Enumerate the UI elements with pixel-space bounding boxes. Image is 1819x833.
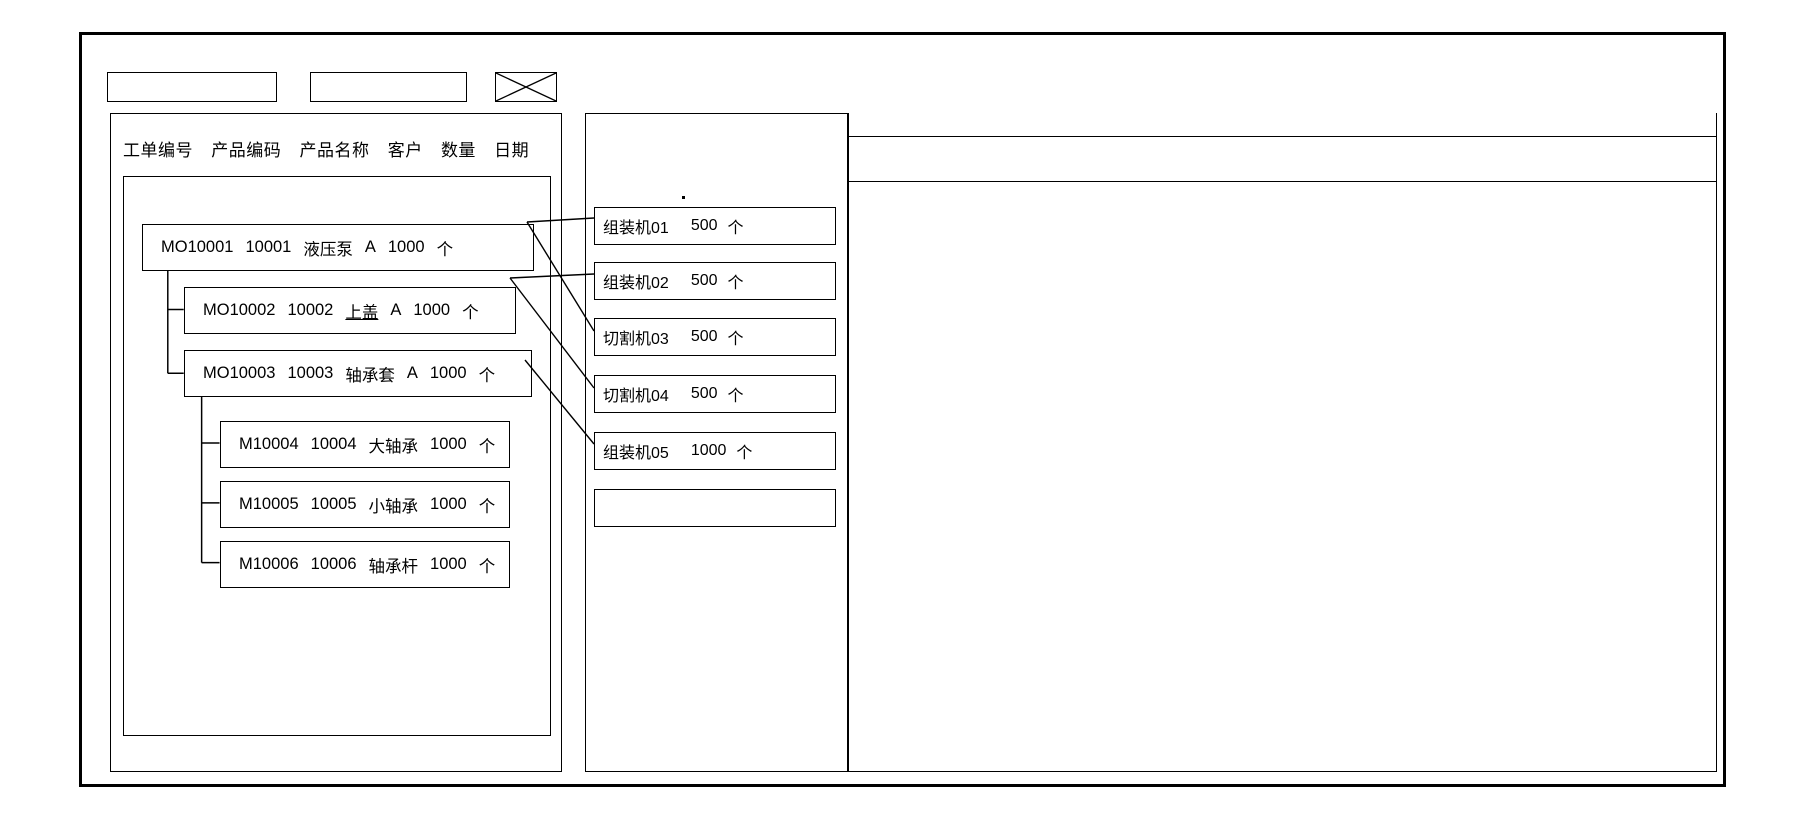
machine-unit: 个: [727, 275, 744, 292]
cell-product-code: 10004: [310, 435, 357, 453]
cell-quantity: 1000: [430, 555, 467, 573]
cell-order-no: MO10001: [161, 238, 234, 256]
column-header-row: 工单编号 产品编码 产品名称 客户 数量 日期: [123, 136, 529, 161]
machine-name: 切割机03: [603, 331, 669, 348]
machine-name: 组装机02: [603, 275, 669, 292]
machine-name: 切割机04: [603, 388, 669, 405]
tree-row[interactable]: M10004 10004 大轴承 1000 个: [220, 421, 510, 468]
machine-name: 组装机01: [603, 220, 669, 237]
machine-quantity: 500: [690, 328, 718, 345]
tree-row[interactable]: M10005 10005 小轴承 1000 个: [220, 481, 510, 528]
cell-customer: A: [406, 364, 418, 382]
cell-product-name: 小轴承: [368, 497, 419, 516]
tree-row[interactable]: MO10001 10001 液压泵 A 1000 个: [142, 224, 534, 271]
cell-product-name: 液压泵: [303, 240, 353, 259]
cell-unit: 个: [478, 437, 496, 456]
machine-row-empty[interactable]: [594, 489, 836, 527]
tree-row[interactable]: M10006 10006 轴承杆 1000 个: [220, 541, 510, 588]
cell-order-no: M10004: [239, 435, 299, 453]
machine-name: 组装机05: [603, 445, 669, 462]
work-order-panel: 工单编号 产品编码 产品名称 客户 数量 日期 MO10001 10001: [110, 113, 562, 772]
cell-product-name: 大轴承: [368, 437, 419, 456]
cell-order-no: M10006: [239, 555, 299, 573]
machine-row[interactable]: 组装机01 500 个: [594, 207, 836, 245]
cell-order-no: M10005: [239, 495, 299, 513]
detail-panel: [848, 113, 1717, 772]
work-order-tree: MO10001 10001 液压泵 A 1000 个 MO10002 10002…: [123, 176, 551, 736]
machine-row[interactable]: 切割机04 500 个: [594, 375, 836, 413]
column-header-quantity: 数量: [440, 141, 476, 160]
toolbar-text-field-2[interactable]: [310, 72, 467, 102]
machine-row[interactable]: 组装机05 1000 个: [594, 432, 836, 470]
dot-marker: [682, 196, 685, 199]
column-header-product-code: 产品编码: [211, 141, 282, 160]
detail-panel-header: [849, 136, 1716, 182]
machine-unit: 个: [727, 331, 744, 348]
machine-panel: 组装机01 500 个 组装机02 500 个 切割机03 500 个 切割机0…: [585, 113, 848, 772]
cell-customer: A: [364, 238, 376, 256]
tree-row[interactable]: MO10003 10003 轴承套 A 1000 个: [184, 350, 532, 397]
machine-quantity: 500: [690, 217, 718, 234]
tree-row[interactable]: MO10002 10002 上盖 A 1000 个: [184, 287, 516, 334]
machine-unit: 个: [727, 388, 744, 405]
column-header-product-name: 产品名称: [299, 141, 370, 160]
machine-row[interactable]: 组装机02 500 个: [594, 262, 836, 300]
cell-unit: 个: [478, 497, 496, 516]
machine-unit: 个: [736, 445, 753, 462]
cell-order-no: MO10002: [203, 301, 276, 319]
machine-quantity: 500: [690, 272, 718, 289]
cell-unit: 个: [478, 557, 496, 576]
cell-unit: 个: [462, 303, 479, 322]
column-header-customer: 客户: [387, 141, 423, 160]
cell-quantity: 1000: [430, 435, 467, 453]
cell-product-code: 10006: [310, 555, 357, 573]
cell-product-code: 10002: [287, 301, 334, 319]
machine-quantity: 1000: [690, 442, 727, 459]
cell-quantity: 1000: [429, 364, 467, 382]
cell-quantity: 1000: [413, 301, 451, 319]
column-header-date: 日期: [494, 141, 530, 160]
cell-order-no: MO10003: [203, 364, 276, 382]
machine-name: [595, 490, 603, 507]
detail-panel-body: [849, 182, 1716, 771]
cell-product-code: 10003: [287, 364, 334, 382]
cell-product-code: 10005: [310, 495, 357, 513]
column-header-order-no: 工单编号: [123, 141, 193, 160]
cell-quantity: 1000: [387, 238, 425, 256]
cell-quantity: 1000: [430, 495, 467, 513]
machine-unit: 个: [727, 220, 744, 237]
machine-row[interactable]: 切割机03 500 个: [594, 318, 836, 356]
crossed-box-icon[interactable]: [495, 72, 557, 102]
toolbar-text-field-1[interactable]: [107, 72, 277, 102]
cell-unit: 个: [478, 366, 496, 385]
machine-quantity: 500: [690, 385, 718, 402]
cell-unit: 个: [436, 240, 454, 259]
cell-product-name: 轴承套: [345, 366, 395, 385]
cell-product-name: 上盖: [345, 303, 379, 322]
cell-product-code: 10001: [245, 238, 292, 256]
cell-customer: A: [390, 301, 402, 319]
cell-product-name: 轴承杆: [368, 557, 419, 576]
